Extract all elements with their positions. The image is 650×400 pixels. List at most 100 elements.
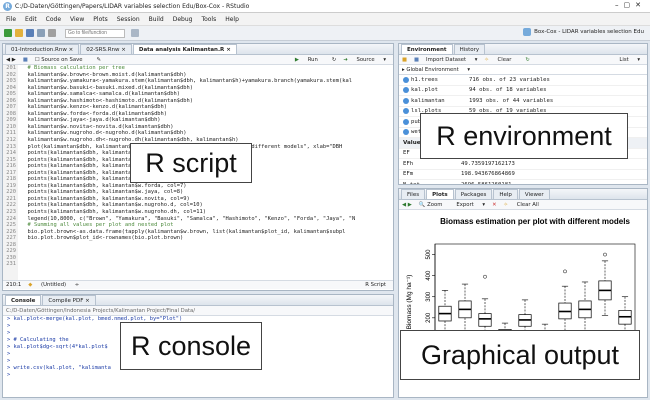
y-tick-label: 500 — [426, 249, 432, 260]
code-line: kalimantan$w.brown<-brown.moist.d(kalima… — [21, 71, 187, 78]
tab-introduction-rnw[interactable]: 01-Introduction.Rnw × — [5, 44, 80, 54]
run-button[interactable]: ▶ Run — [295, 57, 325, 63]
menu-debug[interactable]: Debug — [172, 15, 193, 23]
menu-plots[interactable]: Plots — [93, 15, 108, 23]
refresh-icon[interactable]: ↻ — [525, 56, 530, 63]
rerun-icon[interactable]: ↻ — [331, 56, 337, 63]
code-line: # Summing all values per plot and nested… — [21, 222, 174, 229]
menu-bar: File Edit Code View Plots Session Build … — [0, 13, 650, 26]
back-arrow-icon[interactable]: ◀ ▶ — [6, 56, 16, 63]
value-name: EFm — [403, 171, 414, 178]
view-mode-label: List — [619, 56, 629, 63]
object-name: lsl.plots — [411, 108, 442, 115]
tab-console[interactable]: Console — [5, 295, 42, 305]
tab-label: 01-Introduction.Rnw — [11, 47, 67, 53]
save-all-icon[interactable] — [37, 29, 45, 37]
plots-pane: Files Plots Packages Help Viewer ◀ ▶ 🔍 Z… — [398, 188, 648, 398]
menu-session[interactable]: Session — [116, 15, 140, 23]
code-line: kalimantan$w.nugroho.dh<-nugroho.dh(kali… — [21, 137, 239, 144]
console-line: > — [7, 351, 11, 357]
line-number: 214 — [6, 150, 16, 157]
source-on-save-checkbox[interactable]: ☐ Source on Save — [34, 56, 83, 63]
line-number: 209 — [6, 117, 16, 124]
view-mode-select[interactable]: List ▾ — [619, 56, 640, 63]
menu-code[interactable]: Code — [45, 15, 62, 23]
environment-tabs: Environment History — [399, 44, 647, 55]
line-number: 221 — [6, 195, 16, 202]
import-dataset-button[interactable]: Import Dataset ▾ — [426, 56, 478, 63]
console-output[interactable]: > kal.plot<-merge(kal.plot, bmed.nmed.pl… — [3, 316, 393, 396]
object-value: 59 obs. of 19 variables — [469, 108, 547, 115]
environment-toolbar: ■ ■ Import Dataset ▾ ✧ Clear ↻ List ▾ — [399, 55, 647, 65]
tab-label: Data analysis Kalimantan.R — [138, 47, 225, 53]
tab-history[interactable]: History — [453, 44, 486, 54]
source-button[interactable]: ➜ Source ▾ — [343, 56, 386, 63]
plot-back-arrow-icon[interactable]: ◀ ▶ — [402, 201, 412, 208]
tab-srs-rnw[interactable]: 02-SRS.Rnw × — [80, 44, 132, 54]
tab-compile-pdf[interactable]: Compile PDF × — [42, 295, 96, 305]
menu-view[interactable]: View — [70, 15, 85, 23]
workspace-panes-icon[interactable] — [131, 29, 139, 37]
dataframe-icon[interactable] — [403, 108, 409, 115]
save-icon[interactable]: ■ — [22, 56, 28, 63]
dataframe-icon[interactable] — [403, 118, 409, 125]
tab-data-analysis-r[interactable]: Data analysis Kalimantan.R × — [132, 44, 237, 54]
magic-wand-icon[interactable]: ✎ — [96, 56, 101, 63]
line-number: 215 — [6, 156, 16, 163]
clear-workspace-button[interactable]: ✧ Clear — [484, 57, 518, 63]
new-file-icon[interactable] — [4, 29, 12, 37]
y-axis-label: Biomass (Mg ha⁻¹) — [406, 275, 413, 330]
value-name: N.tot — [403, 181, 420, 185]
menu-edit[interactable]: Edit — [25, 15, 37, 23]
dataframe-icon[interactable] — [403, 129, 409, 136]
print-icon[interactable] — [48, 29, 56, 37]
file-type-label[interactable]: R Script — [365, 282, 386, 288]
remove-plot-icon[interactable]: ✕ — [492, 201, 497, 208]
line-number: 206 — [6, 97, 16, 104]
dataframe-icon[interactable] — [403, 87, 409, 94]
dataframe-icon[interactable] — [403, 97, 409, 104]
chunk-selector[interactable]: ◆ (Untitled) ÷ — [28, 282, 80, 288]
save-icon[interactable] — [26, 29, 34, 37]
project-menu[interactable]: Box-Cox - LIDAR variables selection Edu — [523, 28, 644, 36]
line-number: 224 — [6, 215, 16, 222]
clear-all-plots-button[interactable]: ✧ Clear All — [504, 202, 546, 208]
window-controls[interactable]: –▢✕ — [615, 1, 646, 9]
scope-select[interactable]: ▸ Global Environment ▾ — [402, 66, 471, 73]
console-line: > kal.plot<-merge(kal.plot, bmed.nmed.pl… — [7, 316, 183, 322]
menu-file[interactable]: File — [6, 15, 17, 23]
line-number: 212 — [6, 137, 16, 144]
object-value: 1993 obs. of 44 variables — [469, 97, 554, 104]
tab-help[interactable]: Help — [493, 189, 518, 199]
tab-packages[interactable]: Packages — [454, 189, 493, 199]
tab-environment[interactable]: Environment — [401, 44, 453, 54]
zoom-button[interactable]: 🔍 Zoom — [418, 201, 443, 208]
console-line: > — [7, 372, 11, 378]
tab-plots[interactable]: Plots — [426, 189, 454, 199]
export-button[interactable]: Export ▾ — [456, 201, 486, 208]
menu-tools[interactable]: Tools — [201, 15, 217, 23]
line-number: 213 — [6, 143, 16, 150]
tab-files[interactable]: Files — [401, 189, 426, 199]
environment-scope[interactable]: ▸ Global Environment ▾ — [399, 65, 647, 75]
value-content: 49.7359197162173 — [461, 160, 515, 167]
save-workspace-icon[interactable]: ■ — [414, 56, 420, 63]
open-file-icon[interactable] — [15, 29, 23, 37]
goto-file-input[interactable] — [65, 28, 125, 38]
menu-build[interactable]: Build — [148, 15, 164, 23]
tab-viewer[interactable]: Viewer — [518, 189, 550, 199]
object-name: wet — [411, 129, 422, 136]
editor-status-bar: 210:1 ◆ (Untitled) ÷ R Script — [3, 280, 393, 289]
export-label: Export — [456, 201, 474, 208]
dataframe-icon[interactable] — [403, 76, 409, 83]
menu-help[interactable]: Help — [225, 15, 239, 23]
console-line: > write.csv(kal.plot, "kalimanta — [7, 365, 111, 371]
plots-tabs: Files Plots Packages Help Viewer — [399, 189, 647, 200]
load-workspace-icon[interactable]: ■ — [402, 56, 408, 63]
title-bar: R C:/D-Daten/Göttingen/Papers/LIDAR vari… — [0, 0, 650, 13]
